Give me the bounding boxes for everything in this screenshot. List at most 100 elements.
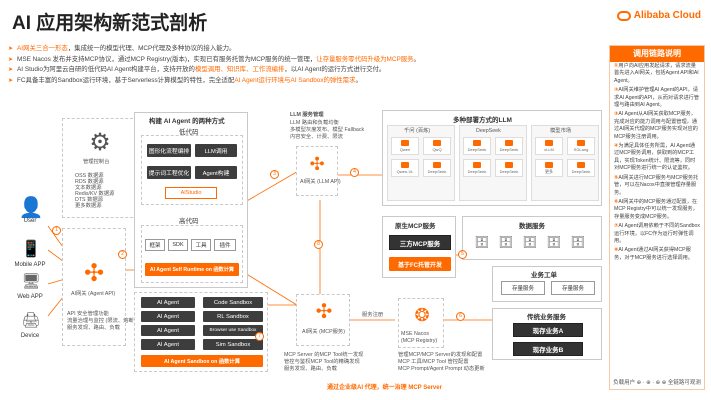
sandbox-agent: AI Agent [141, 311, 195, 322]
mcp-gw-item: 管控与鉴权MCP Tool的精确发现 [284, 359, 360, 365]
nacos-panel: ❂ MSE Nacos (MCP Registry) [398, 298, 444, 348]
call-step: ⑧AI Agent通过AI网关获得MCP服务，对于MCP服务进行选择调用。 [614, 247, 693, 261]
nacos-label: MSE Nacos (MCP Registry) [401, 331, 438, 344]
legacy-panel: 传统业务服务 现存业务A 现存业务B [492, 308, 602, 360]
mcp-gw-item: 服务发现、路由、负载 [284, 366, 337, 372]
runtime-label: AI Agent Self Runtime on 函数计算 [145, 263, 239, 276]
call-chain-panel: 调用链路说明 ①用户向AI应用发起请求，请求流量首先进入AI网关，包括Agent… [609, 45, 705, 390]
bullet-4: ➤FC具备丰富的Sandbox运行环境，基于Serverless计算模型的特性，… [8, 76, 362, 84]
sandbox-code: Code Sandbox [203, 297, 263, 308]
llm-card: Qwen [391, 137, 419, 155]
llm-card: DeepSeek [567, 159, 595, 177]
biz-svc-panel: 业务工单 存量服务 存量服务 [492, 266, 602, 302]
sandbox-panel: AI Agent AI Agent AI Agent AI Agent Code… [134, 292, 268, 372]
llm-panel: 多种部署方式的LLM 千问 (百炼) DeepSeek 模型市场 Qwen Qw… [382, 110, 602, 206]
code-item-sdk: SDK [168, 239, 188, 251]
mgmt-item: OSS 数据源 [75, 173, 104, 179]
call-step: ⑥AI网关中的MCP服务通过配置，在MCP Registry中可以统一发现服务，… [614, 198, 698, 220]
arrow-icon: ➤ [8, 67, 14, 74]
user-icon: 👤 [18, 196, 44, 219]
nacos-item: MCP Prompt/Agent Prompt 动态更新 [398, 366, 485, 372]
client-web: Web APP [17, 294, 43, 300]
gateway-agent-panel: ✣ AI网关 (Agent API) API 安全管理功能 流量治理与监控 (限… [62, 228, 136, 346]
client-mobile: Mobile APP [14, 262, 46, 268]
mgmt-item: DTS 数据源 [75, 197, 103, 203]
legacy-item: 现存业务B [513, 342, 583, 356]
mgmt-item: RDS 数据源 [75, 179, 104, 185]
sandbox-agent: AI Agent [141, 297, 195, 308]
alibaba-cloud-logo: Alibaba Cloud [616, 10, 701, 21]
biz-svc-title: 业务工单 [531, 272, 557, 279]
bullet-1: ➤AI网关三合一形态，集成统一的模型代理、MCP代理及多种协议的接入能力。 [8, 45, 236, 52]
biz-item: 存量服务 [501, 281, 545, 295]
data-svc-title: 数据服务 [519, 223, 545, 230]
code-item-framework: 框架 [145, 239, 165, 251]
llm-card: QwQ [423, 137, 451, 155]
sandbox-label: AI Agent Sandbox on 函数计算 [141, 355, 263, 367]
arrow-icon: ➤ [8, 77, 14, 84]
mcp-host-title: 原生MCP服务 [395, 223, 436, 230]
gateway-icon: ✣ [83, 259, 105, 287]
step-7-marker: 7 [255, 332, 264, 341]
code-item-plugin: 插件 [214, 239, 236, 251]
step-2-marker: 2 [118, 250, 127, 259]
studio-title: 低代码 [179, 129, 199, 136]
studio-item-prompt: 提示词工程优化 [147, 166, 191, 179]
llm-card: Qwen-VL [391, 159, 419, 177]
llm-card: DeepSeek [423, 159, 451, 177]
gateway-item: 服务发现、路由、负载 [67, 325, 120, 331]
database-icon: 🗄 [498, 235, 514, 249]
logo-text: Alibaba Cloud [633, 10, 701, 21]
code-title: 高代码 [179, 218, 199, 225]
nacos-item: MCP 工具/MCP Tool 管控配置 [398, 359, 469, 365]
bullet-3: ➤AI Studio为阿里云自研的低代码AI Agent构建平台，支持开放的模型… [8, 66, 386, 74]
data-svc-panel: 数据服务 🗄 🗄 🗄 🗄 🗄 [462, 216, 602, 260]
mcp-gw-label: AI网关 (MCP服务) [302, 329, 345, 335]
llm-card: DeepSeek [463, 137, 491, 155]
studio-badge: AIStudio [165, 187, 217, 199]
call-chain-footer: 负载用户 ⊕ · ⊕ · ⊕ ⊕ 全链路可观测 [613, 380, 701, 386]
mgmt-item: 文本数据源 [75, 185, 102, 191]
page-title: AI 应用架构新范式剖析 [12, 13, 208, 34]
client-user: User [23, 218, 37, 224]
mcp-host-item: 三方MCP服务 [389, 235, 451, 250]
llm-title: 多种部署方式的LLM [453, 117, 512, 124]
step-4-marker: 4 [350, 168, 359, 177]
call-chain-title: 调用链路说明 [610, 46, 704, 62]
code-item-tool: 工具 [191, 239, 211, 251]
llm-card: SGLang [567, 137, 595, 155]
gear-icon: ⚙ [89, 128, 111, 156]
step-6-marker: 6 [456, 312, 465, 321]
mcp-host-panel: 原生MCP服务 三方MCP服务 基于FC托管开发 [382, 216, 456, 278]
llm-card: DeepSeek [495, 159, 523, 177]
web-icon: 🖥 [21, 273, 41, 290]
step-8-marker: 8 [314, 240, 323, 249]
agent-build-panel: 构建 AI Agent 的两种方式 低代码 图形化流程编排 LLM调用 提示词工… [134, 112, 248, 288]
bottom-note: 通过企业级AI 代理，统一治理 MCP Server [327, 385, 442, 391]
call-step: ③AI Agent从AI网关获取MCP服务，完成对应的能力调用与配置管理，通过A… [614, 111, 698, 140]
call-step: ②AI网关维护管理AI Agent的API，请求AI Agent的API，从而对… [614, 87, 700, 109]
mcp-host-fc: 基于FC托管开发 [389, 257, 451, 271]
nacos-item: 管理MCP/MCP Server的发现和配置 [398, 352, 483, 358]
arrow-icon: ➤ [8, 46, 14, 52]
llm-gw-item: 内容安全、计费、限流 [290, 134, 343, 140]
step-5-marker: 5 [458, 250, 467, 259]
mgmt-console-panel: ⚙ 管理控制台 OSS 数据源 RDS 数据源 文本数据源 Redis/KV 数… [62, 118, 138, 218]
arrow-icon: ➤ [8, 56, 14, 63]
call-step: ⑦AI Agent调用依赖于不同的Sandbox运行环境，以FC作为运行时弹性调… [614, 223, 700, 244]
studio-item-llm: LLM调用 [195, 144, 237, 157]
intro-bullets: ➤AI网关三合一形态，集成统一的模型代理、MCP代理及多种协议的接入能力。 ➤M… [8, 44, 598, 86]
llm-card: DeepSeek [495, 137, 523, 155]
sandbox-agent: AI Agent [141, 339, 195, 350]
sandbox-sim: Sim Sandbox [203, 339, 263, 350]
device-icon: 🖨 [21, 312, 41, 329]
sandbox-browser: Browser use Sandbox [203, 325, 263, 336]
database-icon: 🗄 [474, 235, 490, 249]
llm-gw-label: AI网关 (LLM API) [300, 179, 341, 185]
llm-gw-title: LLM 服务管理 [290, 112, 324, 118]
call-step: ④为满足具体任务所需，AI Agent通过MCP服务调用，获取到的MCP工具，实… [614, 143, 696, 172]
gateway-item: API 安全管理功能 [67, 311, 109, 317]
llm-card: 更多 [535, 159, 563, 177]
gateway-item: 流量治理与监控 (限流、熔断) [67, 318, 136, 324]
llm-card: DeepSeek [463, 159, 491, 177]
